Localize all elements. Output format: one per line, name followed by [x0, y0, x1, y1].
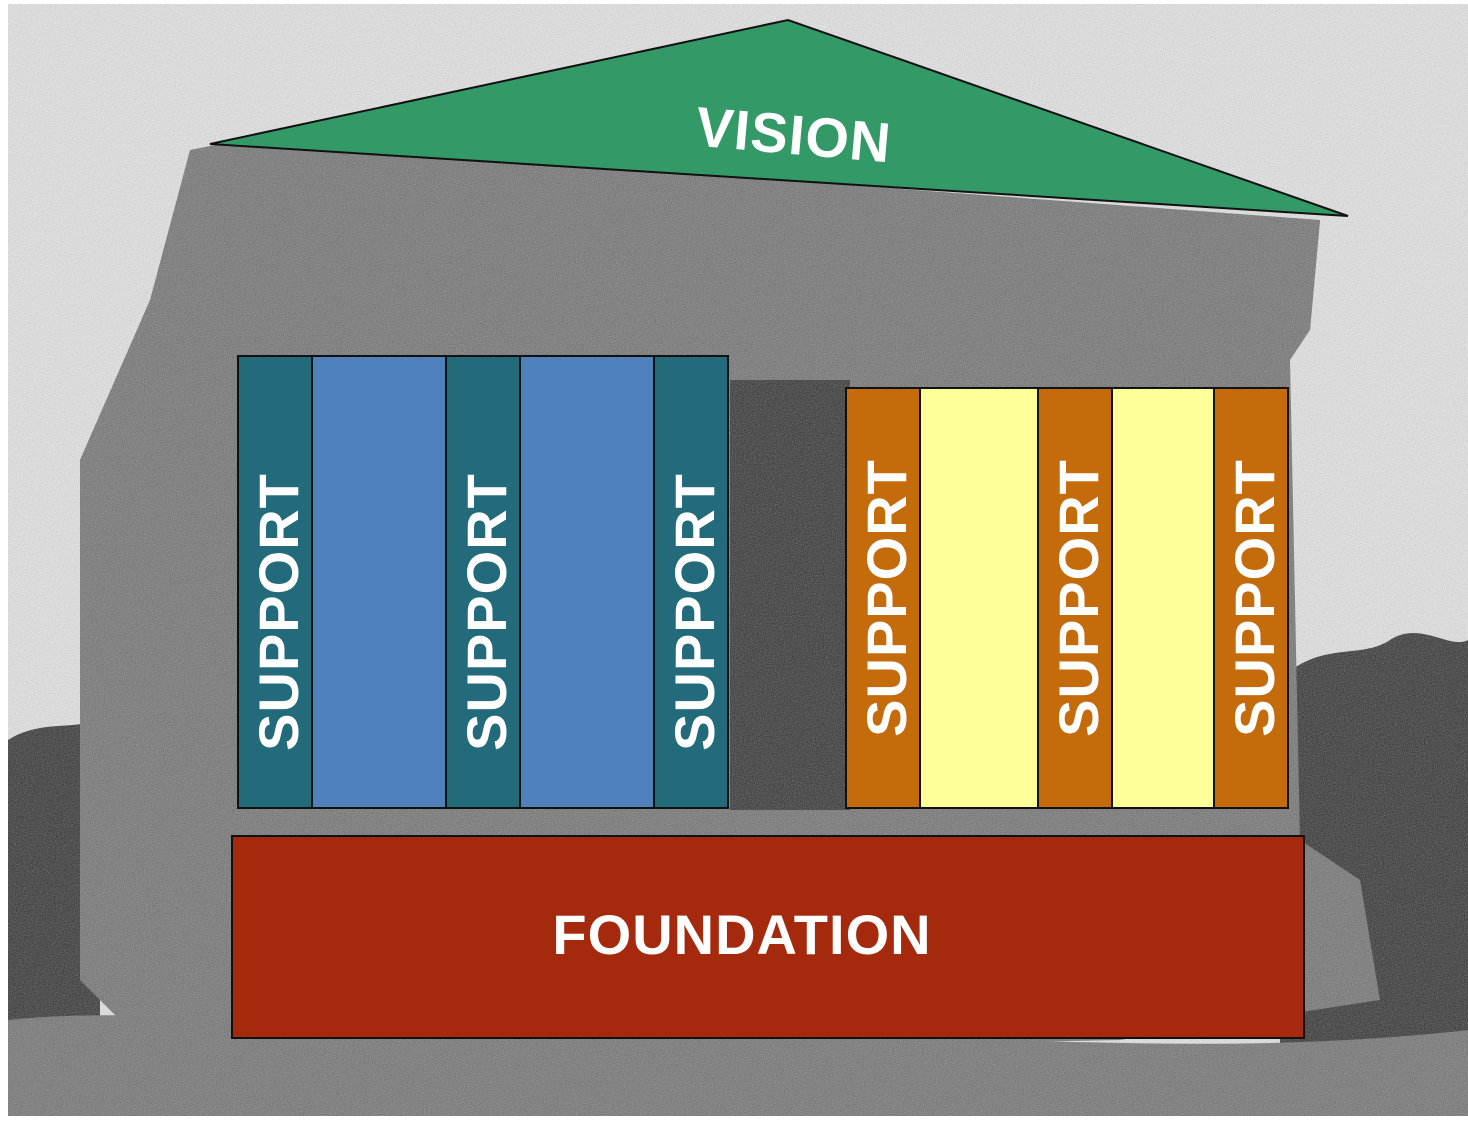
foundation: FOUNDATION — [231, 835, 1305, 1039]
right-support-label-2: SUPPORT — [1047, 459, 1110, 737]
right-gap-panel-1 — [919, 387, 1039, 809]
left-support-label-3: SUPPORT — [663, 473, 726, 751]
left-pillar-group: SUPPORT SUPPORT SUPPORT — [237, 355, 729, 809]
left-support-label-2: SUPPORT — [455, 473, 518, 751]
right-support-pillar-2 — [1037, 387, 1113, 809]
roof: VISION — [209, 18, 1349, 217]
right-pillar-group: SUPPORT SUPPORT SUPPORT — [845, 387, 1289, 809]
left-gap-panel-2 — [519, 355, 655, 809]
right-support-label-3: SUPPORT — [1223, 459, 1286, 737]
left-support-pillar-1 — [237, 355, 313, 809]
right-gap-panel-2 — [1111, 387, 1215, 809]
right-support-label-1: SUPPORT — [855, 459, 918, 737]
left-support-pillar-3 — [653, 355, 729, 809]
left-support-label-1: SUPPORT — [247, 473, 310, 751]
foundation-label: FOUNDATION — [552, 903, 931, 966]
roof-triangle — [209, 18, 1349, 217]
left-support-pillar-2 — [445, 355, 521, 809]
foundation-block — [231, 835, 1305, 1039]
left-gap-panel-1 — [311, 355, 447, 809]
right-support-pillar-3 — [1213, 387, 1289, 809]
